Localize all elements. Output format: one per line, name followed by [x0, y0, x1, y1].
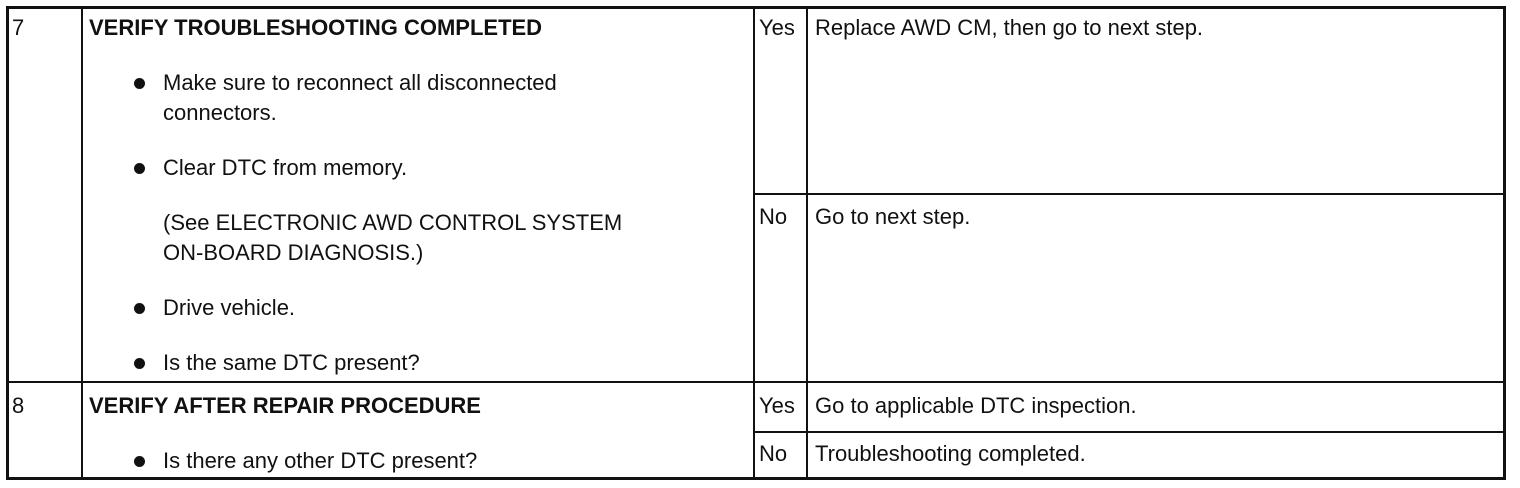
step-title: VERIFY TROUBLESHOOTING COMPLETED: [89, 15, 543, 40]
column-divider-step: [81, 6, 83, 480]
row-divider-7-8: [6, 381, 1506, 383]
bullet-icon: [134, 358, 145, 369]
procedure-table: [6, 6, 1506, 480]
reference-note-continued: ON-BOARD DIAGNOSIS.): [163, 240, 424, 265]
bullet-text-continued: connectors.: [163, 100, 277, 125]
bullet-icon: [134, 163, 145, 174]
no-action: Troubleshooting completed.: [815, 441, 1086, 466]
yes-action: Go to applicable DTC inspection.: [815, 393, 1137, 418]
column-divider-result: [806, 6, 808, 480]
no-action: Go to next step.: [815, 204, 971, 229]
step-number: 8: [12, 393, 25, 418]
bullet-text: Make sure to reconnect all disconnected: [163, 70, 557, 95]
row7-yes-no-divider: [753, 193, 1506, 195]
bullet-icon: [134, 456, 145, 467]
no-label: No: [759, 204, 788, 229]
yes-label: Yes: [759, 15, 795, 40]
bullet-text: Drive vehicle.: [163, 295, 296, 320]
step-number: 7: [12, 15, 25, 40]
bullet-icon: [134, 78, 145, 89]
column-divider-check: [753, 6, 755, 480]
yes-action: Replace AWD CM, then go to next step.: [815, 15, 1204, 40]
bullet-icon: [134, 303, 145, 314]
no-label: No: [759, 441, 788, 466]
row8-yes-no-divider: [753, 431, 1506, 433]
step-title: VERIFY AFTER REPAIR PROCEDURE: [89, 393, 481, 418]
bullet-text: Is the same DTC present?: [163, 350, 420, 375]
reference-note: (See ELECTRONIC AWD CONTROL SYSTEM: [163, 210, 623, 235]
yes-label: Yes: [759, 393, 795, 418]
bullet-text: Is there any other DTC present?: [163, 448, 478, 473]
bullet-text: Clear DTC from memory.: [163, 155, 408, 180]
